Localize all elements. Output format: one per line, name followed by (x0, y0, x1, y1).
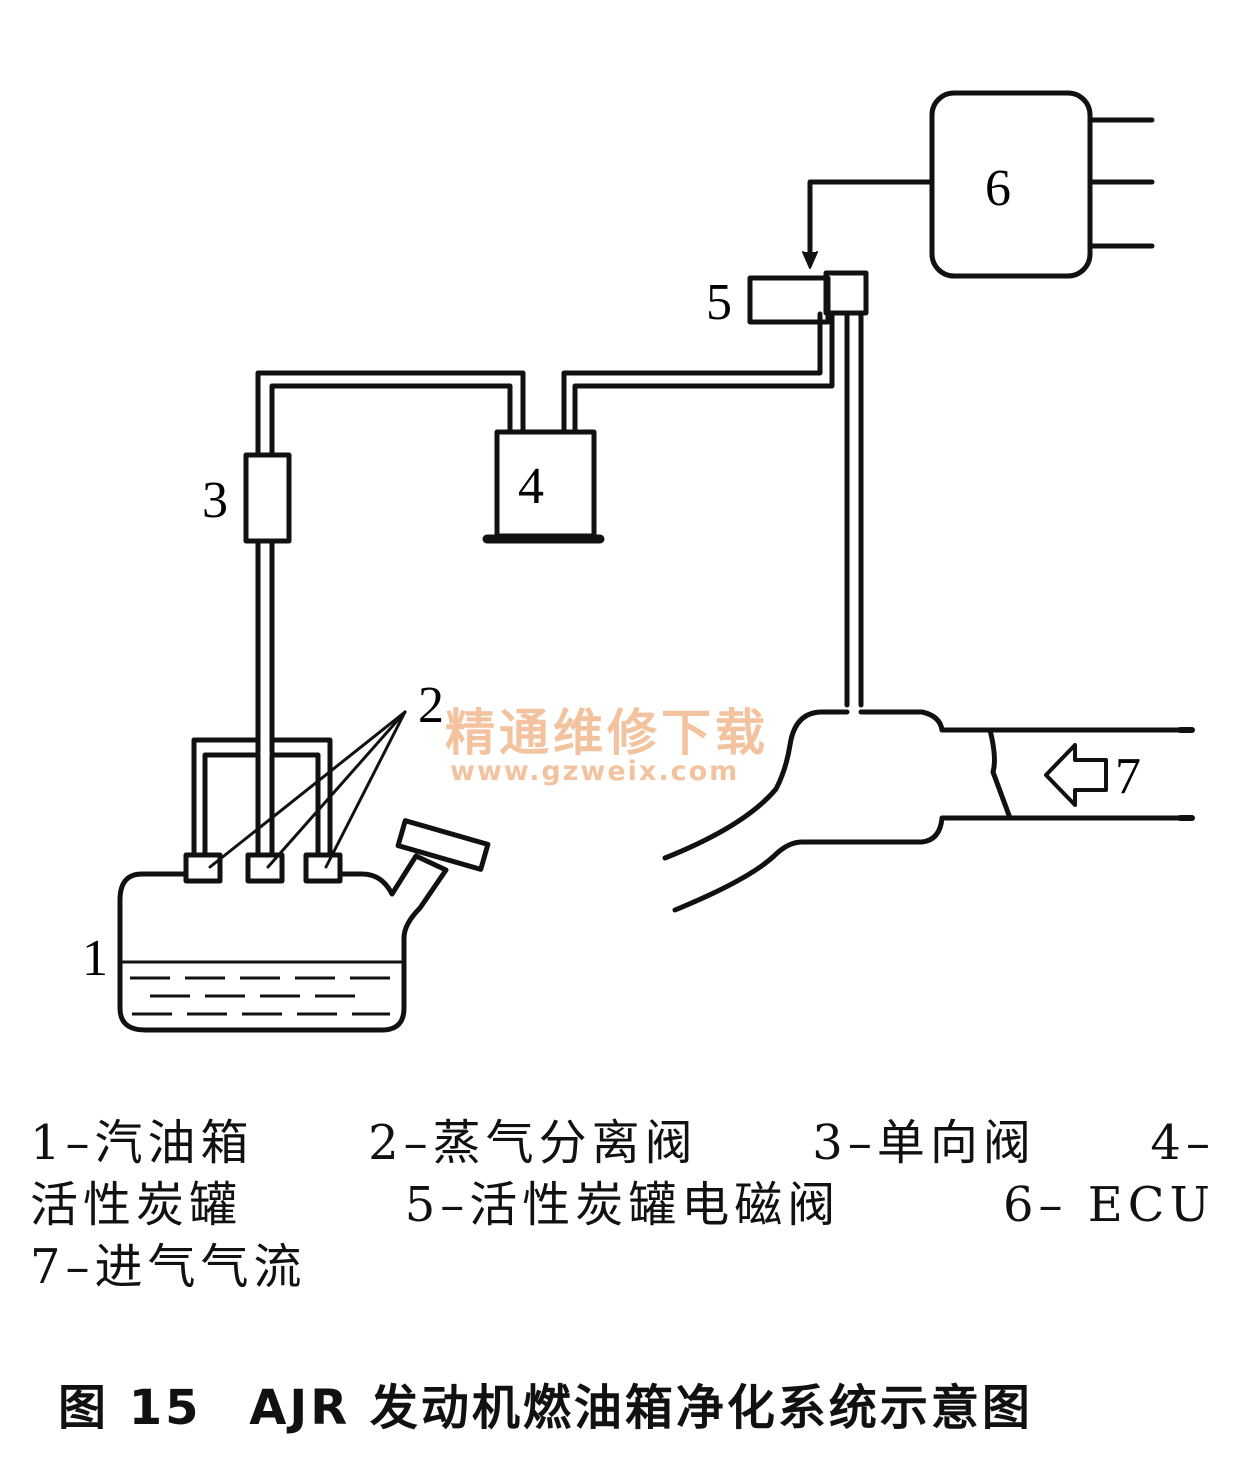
legend-item: 6– ECU (1002, 1177, 1215, 1233)
fuel-level (120, 960, 404, 1016)
legend: 1–汽油箱 2–蒸气分离阀 3–单向阀 4– 活性炭罐 5–活性炭罐电磁阀 6–… (30, 1112, 1215, 1298)
legend-item: 2–蒸气分离阀 (368, 1115, 698, 1171)
ecu-control-wire (807, 179, 935, 265)
figure-caption: 图 15 AJR 发动机燃油箱净化系统示意图 (58, 1368, 1208, 1438)
leader-line-2 (208, 710, 407, 869)
label-separation-valves: 2 (418, 677, 444, 734)
label-check-valve: 3 (202, 472, 228, 529)
watermark-text: 精通维修下载 (445, 704, 769, 762)
legend-item: 5–活性炭罐电磁阀 (404, 1177, 841, 1233)
separation-valve (183, 852, 223, 884)
solenoid-valve-port (823, 270, 869, 316)
legend-line-3: 7–进气气流 (30, 1236, 1215, 1298)
canister-solenoid-pipe (561, 311, 823, 435)
separation-manifold (191, 737, 261, 858)
legend-item: 4– (1150, 1115, 1215, 1171)
separation-valve (245, 852, 285, 884)
filler-cap (395, 818, 491, 872)
legend-line-1: 1–汽油箱 2–蒸气分离阀 3–单向阀 4– (30, 1112, 1215, 1174)
solenoid-valve-body (747, 275, 831, 325)
purification-system-diagram: 精通维修下载 www.gzweix.com 1 2 3 4 5 6 7 (82, 90, 1195, 1033)
figure-title: AJR 发动机燃油箱净化系统示意图 (249, 1380, 1033, 1436)
legend-item: 1–汽油箱 (30, 1115, 254, 1171)
ecu-box (929, 90, 1093, 279)
check-valve-body (243, 452, 292, 544)
fuel-tank (117, 853, 449, 1033)
airflow-arrow (1044, 743, 1108, 807)
legend-item: 活性炭罐 (30, 1177, 243, 1233)
legend-item: 3–单向阀 (812, 1115, 1036, 1171)
figure-number: 图 15 (58, 1380, 202, 1436)
legend-item: 7–进气气流 (30, 1239, 307, 1295)
throttle-plate (987, 727, 1013, 821)
label-intake-airflow: 7 (1115, 748, 1141, 805)
intake-manifold-lower (672, 815, 1184, 913)
watermark-url: www.gzweix.com (450, 756, 739, 787)
label-canister: 4 (518, 458, 544, 515)
separation-valve (303, 852, 343, 884)
label-solenoid-valve: 5 (706, 274, 732, 331)
canister-box (494, 429, 597, 539)
tank-canister-pipe (255, 370, 526, 458)
label-ecu: 6 (985, 160, 1011, 217)
intake-manifold-upper (662, 709, 1184, 861)
legend-line-2: 活性炭罐 5–活性炭罐电磁阀 6– ECU (30, 1174, 1215, 1236)
label-fuel-tank: 1 (82, 930, 108, 987)
